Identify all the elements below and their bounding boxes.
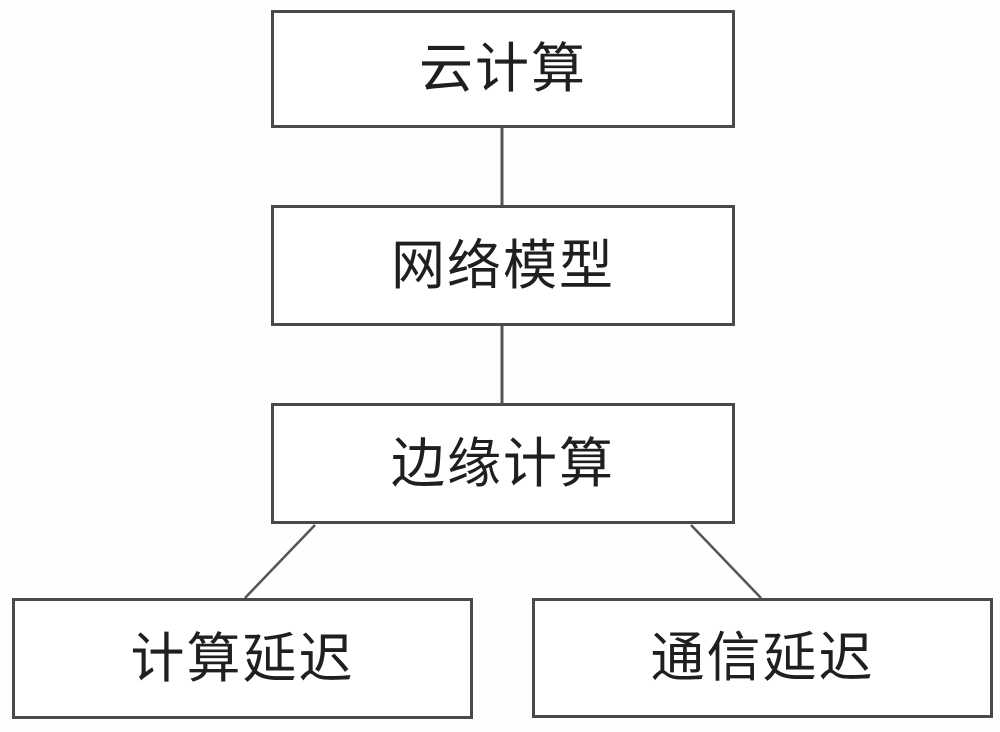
node-cloud-computing: 云计算: [271, 10, 735, 128]
node-communication-delay: 通信延迟: [532, 598, 993, 718]
connector-edge-to-comm-delay: [690, 524, 762, 599]
node-cloud-computing-label: 云计算: [419, 39, 587, 99]
node-compute-delay: 计算延迟: [12, 598, 473, 719]
node-communication-delay-label: 通信延迟: [650, 628, 875, 688]
node-network-model-label: 网络模型: [391, 235, 615, 296]
node-network-model: 网络模型: [271, 205, 735, 326]
node-edge-computing-label: 边缘计算: [391, 433, 615, 494]
connector-edge-to-compute-delay: [244, 524, 316, 599]
node-edge-computing: 边缘计算: [271, 403, 735, 524]
node-compute-delay-label: 计算延迟: [130, 628, 355, 689]
